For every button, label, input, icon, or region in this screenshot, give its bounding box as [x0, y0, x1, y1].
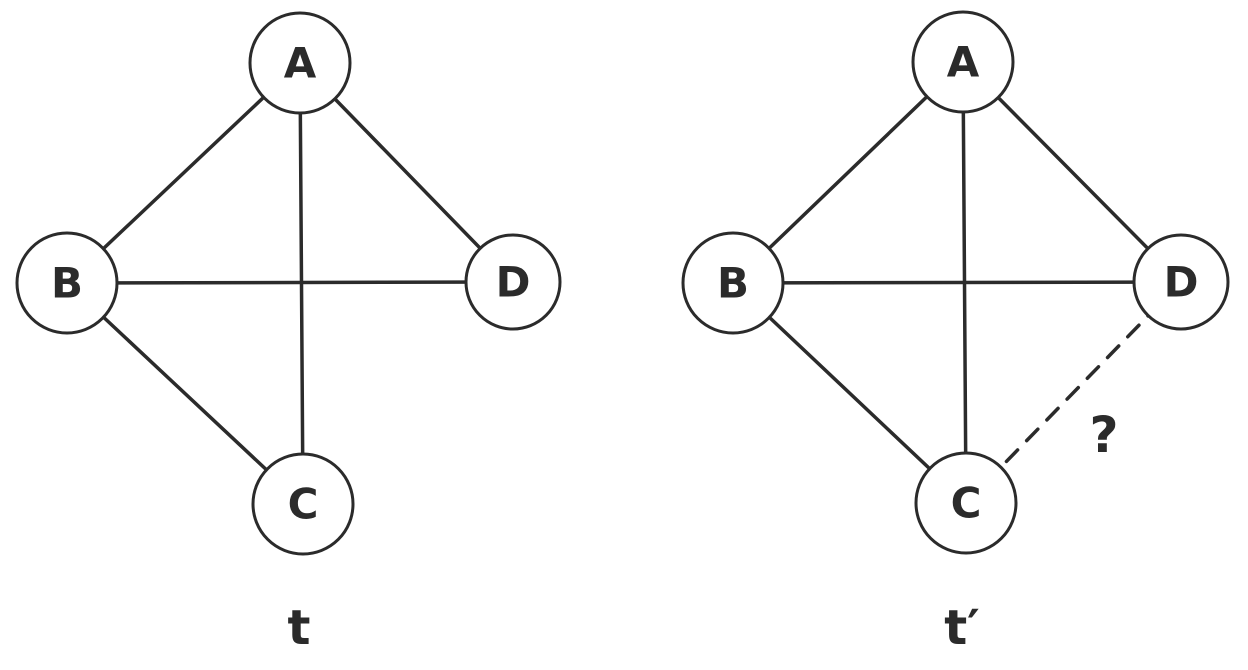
node-label-C-t-prime: C: [951, 479, 982, 528]
edge-B-D-t: [65, 280, 515, 285]
edge-B-C-t-prime: [731, 281, 968, 505]
graph-caption-t: t: [288, 600, 311, 656]
node-D-t-prime: [1132, 233, 1230, 331]
node-B-t: [15, 231, 119, 335]
node-A-t: [248, 11, 352, 115]
edge-C-D-t-prime-dashed: [964, 280, 1183, 505]
node-D-t: [464, 233, 562, 331]
edge-A-D-t-prime: [961, 60, 1183, 284]
edge-B-C-t: [65, 281, 305, 506]
graph-caption-t-prime: t′: [944, 600, 980, 656]
node-label-B-t: B: [51, 259, 83, 308]
node-label-A-t: A: [284, 39, 317, 88]
node-A-t-prime: [911, 10, 1015, 114]
edge-A-B-t: [65, 61, 302, 285]
question-mark-label: ?: [1089, 406, 1118, 464]
node-label-D-t: D: [496, 258, 531, 307]
node-label-B-t-prime: B: [717, 259, 749, 308]
node-label-D-t-prime: D: [1164, 258, 1199, 307]
node-label-C-t: C: [288, 480, 319, 529]
node-B-t-prime: [681, 231, 785, 335]
node-C-t-prime: [914, 451, 1018, 555]
edge-A-B-t-prime: [731, 60, 965, 285]
node-label-A-t-prime: A: [947, 38, 980, 87]
node-C-t: [251, 452, 355, 556]
edge-B-D-t-prime: [731, 280, 1183, 285]
